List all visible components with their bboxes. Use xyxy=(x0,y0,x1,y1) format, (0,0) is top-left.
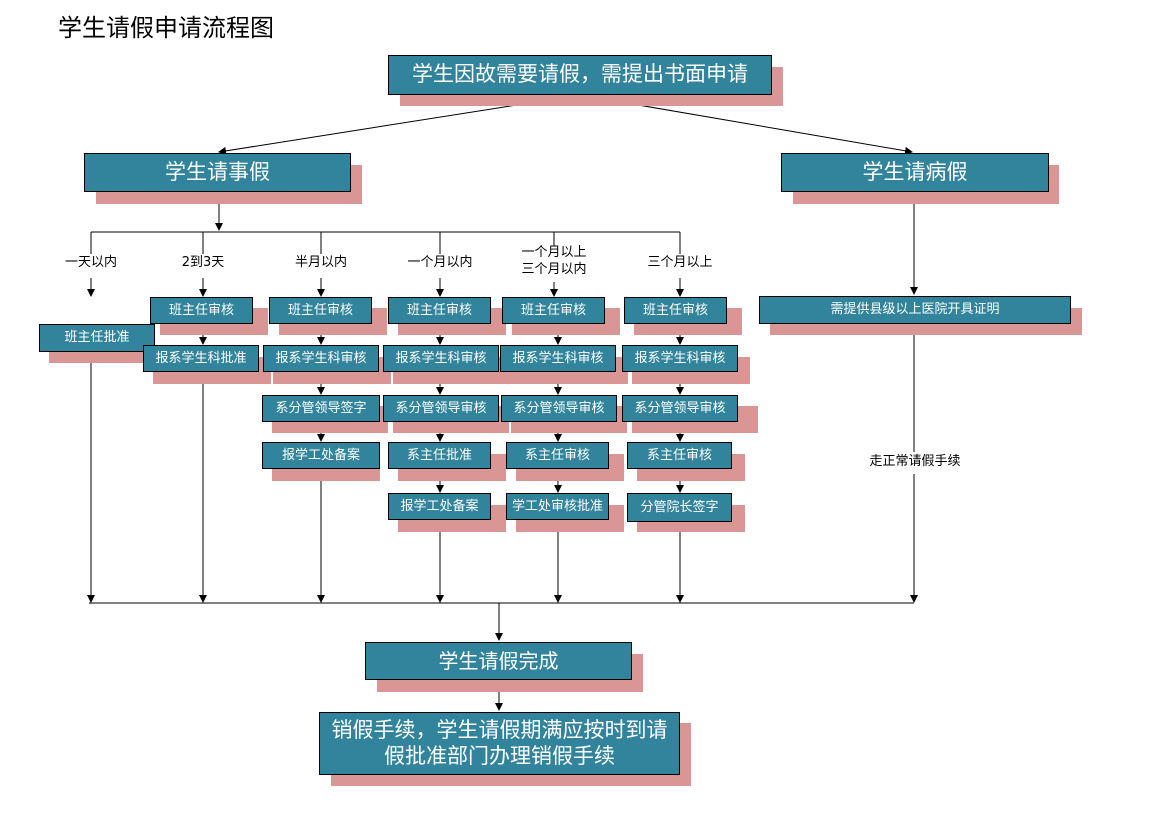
branch-3-label: 半月以内 xyxy=(294,255,347,270)
sick-note: 走正常请假手续 xyxy=(860,454,970,471)
sick-leave-label: 学生请病假 xyxy=(781,153,1049,192)
branch-6-label: 三个月以上 xyxy=(647,255,713,270)
done-label: 学生请假完成 xyxy=(365,642,632,680)
branch-2-label: 2到3天 xyxy=(181,255,225,270)
cancel-label: 销假手续，学生请假期满应按时到请 假批准部门办理销假手续 xyxy=(319,712,680,775)
page-title: 学生请假申请流程图 xyxy=(58,14,274,42)
personal-leave-label: 学生请事假 xyxy=(84,153,351,192)
root-label: 学生因故需要请假，需提出书面申请 xyxy=(388,55,772,95)
branch-5-label: 一个月以上 三个月以内 xyxy=(521,245,587,277)
sick-cert-label: 需提供县级以上医院开具证明 xyxy=(759,296,1071,324)
branch-4-label: 一个月以内 xyxy=(407,255,473,270)
branch-1-label: 一天以内 xyxy=(64,255,117,270)
